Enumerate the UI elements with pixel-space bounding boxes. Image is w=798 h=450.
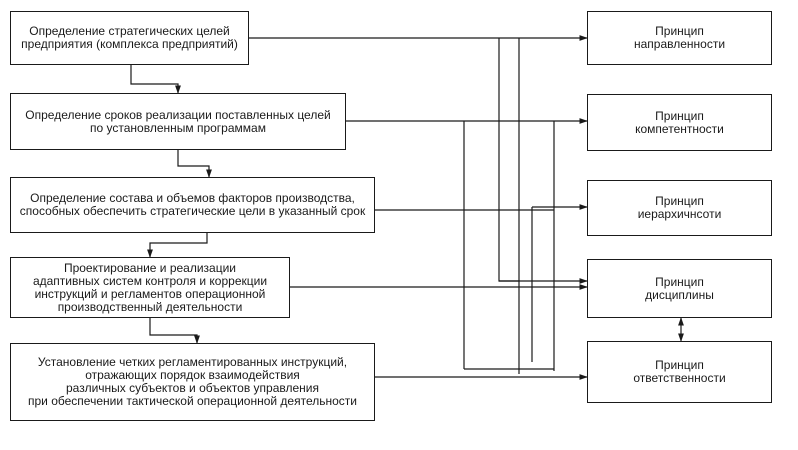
left-box-4-text: Проектирование и реализации адаптивных с…	[32, 260, 268, 314]
principle-box-directionality: Принцип направленности	[587, 11, 772, 65]
principle-box-hierarchy-text: Принцип иерархичнсоти	[637, 194, 722, 221]
left-box-1-text: Определение стратегических целей предпри…	[21, 24, 238, 51]
left-box-3: Определение состава и объемов факторов п…	[10, 177, 375, 233]
seq-arrow-3-4	[147, 233, 208, 258]
seq-arrow-2-3	[177, 150, 212, 178]
principle-box-discipline: Принцип дисциплины	[587, 259, 772, 318]
left-box-1: Определение стратегических целей предпри…	[10, 11, 249, 65]
principle-box-competence-text: Принцип компетентности	[635, 108, 724, 136]
left-box-2: Определение сроков реализации поставленн…	[10, 93, 346, 150]
bus-1	[498, 38, 588, 284]
principle-box-responsibility-text: Принцип ответственности	[633, 358, 726, 385]
left-box-4: Проектирование и реализации адаптивных с…	[10, 257, 290, 318]
principle-box-competence: Принцип компетентности	[587, 94, 772, 151]
seq-arrow-1-2	[130, 65, 181, 94]
principle-box-discipline-text: Принцип дисциплины	[645, 274, 714, 302]
principle-box-directionality-text: Принцип направленности	[633, 24, 726, 51]
left-box-3-text: Определение состава и объемов факторов п…	[19, 191, 366, 218]
left-box-2-text: Определение сроков реализации поставленн…	[25, 107, 331, 135]
principle-box-responsibility: Принцип ответственности	[587, 341, 772, 403]
left-box-5-text: Установление четких регламентированных и…	[28, 355, 357, 408]
left-box-5: Установление четких регламентированных и…	[10, 343, 375, 421]
seq-arrow-4-5	[149, 318, 200, 344]
principle-box-hierarchy: Принцип иерархичнсоти	[587, 180, 772, 236]
